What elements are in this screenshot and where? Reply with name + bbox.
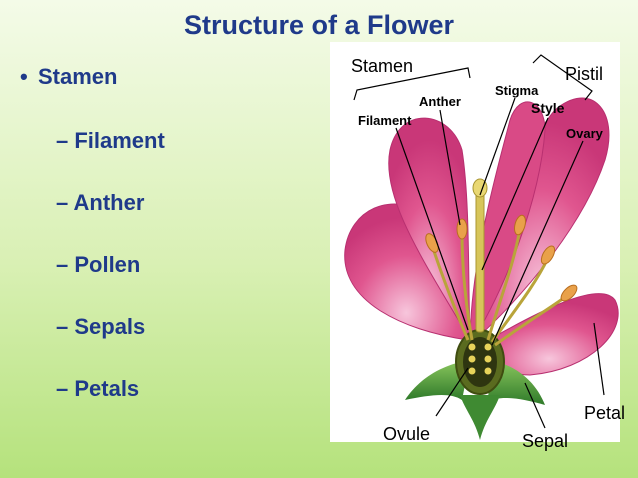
- label-style: Style: [531, 100, 565, 116]
- label-stigma: Stigma: [495, 83, 539, 98]
- label-stamen: Stamen: [351, 56, 413, 76]
- ovules: [468, 343, 492, 375]
- label-pistil: Pistil: [565, 64, 603, 84]
- bullet-dot: •: [20, 64, 28, 89]
- stamen-bracket: [353, 67, 471, 101]
- sub-bullet-petals: – Petals: [56, 376, 140, 401]
- slide-title: Structure of a Flower: [183, 10, 455, 40]
- label-sepal: Sepal: [522, 431, 568, 451]
- anthers: [425, 214, 578, 302]
- sub-bullet-filament: – Filament: [56, 128, 165, 153]
- label-ovary: Ovary: [566, 126, 604, 141]
- pistil-style: [472, 178, 488, 333]
- sub-bullet-pollen: – Pollen: [56, 252, 141, 277]
- label-petal: Petal: [584, 403, 625, 423]
- label-anther: Anther: [419, 94, 461, 109]
- bullet-list: • Stamen – Filament – Anther – Pollen – S…: [20, 64, 165, 401]
- leader-lines: [395, 97, 605, 429]
- sub-bullet-anther: – Anther: [56, 190, 145, 215]
- bullet-main: • Stamen: [20, 64, 117, 90]
- pistil-bracket: [532, 54, 593, 101]
- bullet-main-label: Stamen: [38, 64, 118, 89]
- sub-bullet-sepals: – Sepals: [56, 314, 146, 339]
- label-filament: Filament: [358, 113, 412, 128]
- label-ovule: Ovule: [383, 424, 430, 444]
- ovary: [455, 329, 505, 395]
